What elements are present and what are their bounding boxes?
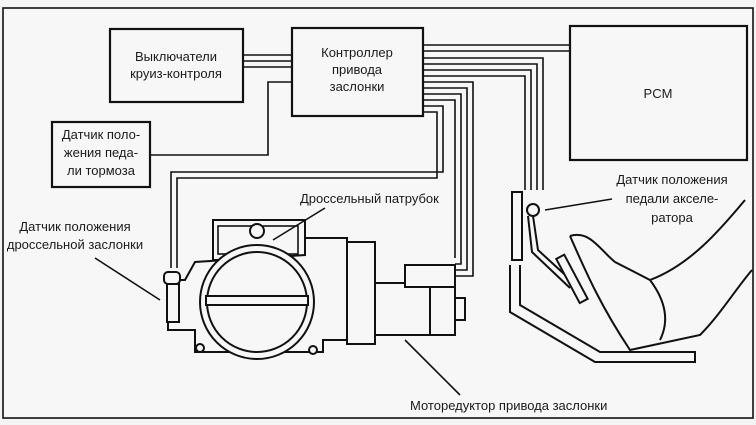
app-sensor-line-2: педали акселе- <box>626 191 719 206</box>
accelerator-pedal-drawing <box>509 191 753 363</box>
controller-line-3: заслонки <box>330 79 385 94</box>
cruise-switches-line-2: круиз-контроля <box>130 66 222 81</box>
tps-label-line-2: дроссельной заслонки <box>7 237 143 252</box>
wiring-harness <box>150 44 570 277</box>
tps-leader-line <box>94 257 161 301</box>
block-cruise-switches: Выключатели круиз-контроля <box>108 27 245 104</box>
tps-label-line-1: Датчик положения <box>19 219 130 234</box>
block-brake-sensor: Датчик поло- жения педа- ли тормоза <box>50 120 152 189</box>
brake-sensor-line-2: жения педа- <box>64 145 138 160</box>
brake-sensor-line-3: ли тормоза <box>67 163 136 178</box>
brake-sensor-line-1: Датчик поло- <box>62 127 140 142</box>
app-sensor-leader-line <box>544 198 613 211</box>
throttle-body-drawing <box>163 219 466 360</box>
motor-label: Моторедуктор привода заслонки <box>410 398 607 413</box>
callout-app-sensor: Датчик положения педали акселе- ратора <box>544 172 728 225</box>
app-sensor-line-3: ратора <box>651 210 693 225</box>
controller-line-1: Контроллер <box>321 45 393 60</box>
block-throttle-controller: Контроллер привода заслонки <box>290 26 425 118</box>
callout-motor: Моторедуктор привода заслонки <box>404 339 607 413</box>
app-sensor-line-1: Датчик положения <box>616 172 727 187</box>
callout-throttle-body: Дроссельный патрубок <box>272 191 439 241</box>
throttle-body-label: Дроссельный патрубок <box>300 191 439 206</box>
pcm-label: PCM <box>644 86 673 101</box>
controller-line-2: привода <box>332 62 383 77</box>
callout-tps: Датчик положения дроссельной заслонки <box>7 219 161 301</box>
cruise-switches-line-1: Выключатели <box>135 49 217 64</box>
throttle-body-leader-line <box>272 207 326 241</box>
motor-leader-line <box>404 339 461 396</box>
block-pcm: PCM <box>568 24 749 162</box>
